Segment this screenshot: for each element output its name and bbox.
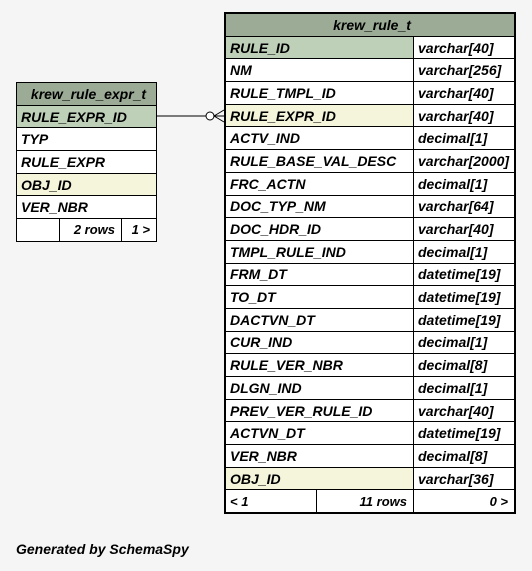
- column-type: datetime[19]: [413, 262, 516, 287]
- column-name: VER_NBR: [224, 444, 414, 468]
- column-name: CUR_IND: [224, 330, 414, 355]
- optional-circle: [205, 111, 215, 121]
- column-type: decimal[1]: [413, 330, 516, 355]
- column-name: FRM_DT: [224, 262, 414, 287]
- row-count: 2 rows: [58, 218, 123, 242]
- row-count: 11 rows: [316, 489, 414, 514]
- column-type: decimal[1]: [413, 376, 516, 400]
- column-type: varchar[256]: [413, 58, 516, 83]
- table-title[interactable]: krew_rule_t: [224, 12, 516, 37]
- generated-by-label: Generated by SchemaSpy: [16, 541, 189, 557]
- column-name: RULE_VER_NBR: [224, 353, 414, 377]
- column-type: varchar[36]: [413, 466, 516, 491]
- column-name: TMPL_RULE_IND: [224, 239, 414, 264]
- column-type: varchar[64]: [413, 194, 516, 219]
- column-row[interactable]: RULE_EXPR_ID: [16, 104, 157, 129]
- column-name: OBJ_ID: [224, 466, 414, 491]
- column-type: decimal[1]: [413, 126, 516, 151]
- column-type: varchar[40]: [413, 103, 516, 128]
- column-name: RULE_EXPR: [16, 150, 157, 174]
- crowfoot-lower: [213, 115, 225, 123]
- column-name: FRC_ACTN: [224, 171, 414, 196]
- column-name: RULE_EXPR_ID: [16, 104, 157, 129]
- column-type: decimal[8]: [413, 353, 516, 377]
- column-name: RULE_EXPR_ID: [224, 103, 414, 128]
- crowfoot-upper: [213, 109, 225, 117]
- table-title[interactable]: krew_rule_expr_t: [16, 82, 157, 106]
- children-count: 0 >: [413, 489, 516, 514]
- column-type: varchar[40]: [413, 35, 516, 60]
- column-row[interactable]: RULE_EXPR: [16, 150, 157, 174]
- column-name: DOC_TYP_NM: [224, 194, 414, 219]
- column-row[interactable]: TYP: [16, 127, 157, 152]
- column-type: decimal[8]: [413, 444, 516, 468]
- column-type: datetime[19]: [413, 421, 516, 446]
- children-count: 1 >: [121, 218, 157, 242]
- column-type: datetime[19]: [413, 307, 516, 332]
- column-name: TYP: [16, 127, 157, 152]
